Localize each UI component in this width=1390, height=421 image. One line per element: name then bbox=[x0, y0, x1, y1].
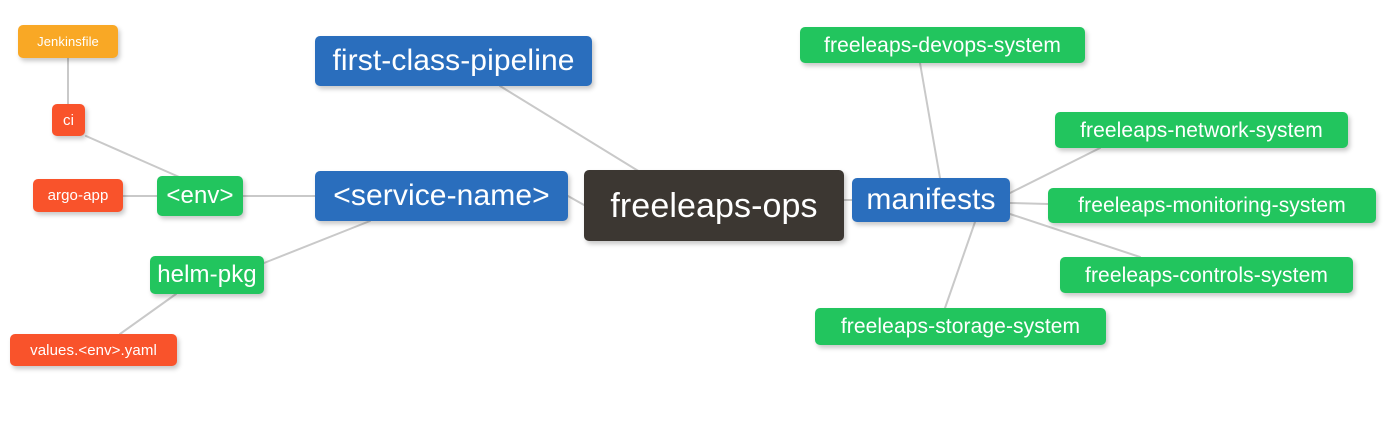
node-jenkinsfile[interactable]: Jenkinsfile bbox=[18, 25, 118, 58]
node-first-class-pipeline[interactable]: first-class-pipeline bbox=[315, 36, 592, 86]
node-freeleaps-network-system[interactable]: freeleaps-network-system bbox=[1055, 112, 1348, 148]
node-freeleaps-monitoring-system[interactable]: freeleaps-monitoring-system bbox=[1048, 188, 1376, 223]
node-label: values.<env>.yaml bbox=[30, 341, 157, 359]
node-argo-app[interactable]: argo-app bbox=[33, 179, 123, 212]
node-label: freeleaps-network-system bbox=[1080, 118, 1323, 142]
node-label: Jenkinsfile bbox=[37, 34, 99, 49]
node-env[interactable]: <env> bbox=[157, 176, 243, 216]
edge-manifests-storage-system bbox=[944, 221, 976, 309]
node-manifests[interactable]: manifests bbox=[852, 178, 1010, 222]
edge-root-service-name bbox=[567, 195, 585, 206]
edge-service-name-helm-pkg bbox=[263, 220, 371, 264]
node-label: helm-pkg bbox=[157, 261, 257, 288]
node-values-yaml[interactable]: values.<env>.yaml bbox=[10, 334, 177, 366]
edge-manifests-devops-system bbox=[919, 62, 941, 179]
edge-root-first-class-pipeline bbox=[499, 85, 641, 173]
node-label: <env> bbox=[166, 182, 234, 209]
node-label: manifests bbox=[866, 183, 996, 216]
node-freeleaps-ops[interactable]: freeleaps-ops bbox=[584, 170, 844, 241]
node-label: first-class-pipeline bbox=[332, 44, 575, 77]
node-freeleaps-storage-system[interactable]: freeleaps-storage-system bbox=[815, 308, 1106, 345]
node-label: freeleaps-controls-system bbox=[1085, 263, 1328, 287]
node-label: freeleaps-ops bbox=[610, 186, 818, 225]
edge-helm-pkg-values-yaml bbox=[119, 293, 177, 335]
node-freeleaps-devops-system[interactable]: freeleaps-devops-system bbox=[800, 27, 1085, 63]
node-helm-pkg[interactable]: helm-pkg bbox=[150, 256, 264, 294]
node-label: <service-name> bbox=[333, 179, 550, 212]
node-label: freeleaps-devops-system bbox=[824, 33, 1061, 57]
node-ci[interactable]: ci bbox=[52, 104, 85, 136]
node-label: ci bbox=[62, 111, 75, 129]
node-label: freeleaps-monitoring-system bbox=[1078, 194, 1346, 217]
node-freeleaps-controls-system[interactable]: freeleaps-controls-system bbox=[1060, 257, 1353, 293]
node-label: freeleaps-storage-system bbox=[840, 315, 1081, 338]
node-label: argo-app bbox=[47, 187, 109, 204]
node-service-name[interactable]: <service-name> bbox=[315, 171, 568, 221]
edge-manifests-monitoring-system bbox=[1009, 202, 1049, 205]
edge-manifests-network-system bbox=[1009, 147, 1101, 194]
edge-env-ci bbox=[85, 135, 187, 181]
